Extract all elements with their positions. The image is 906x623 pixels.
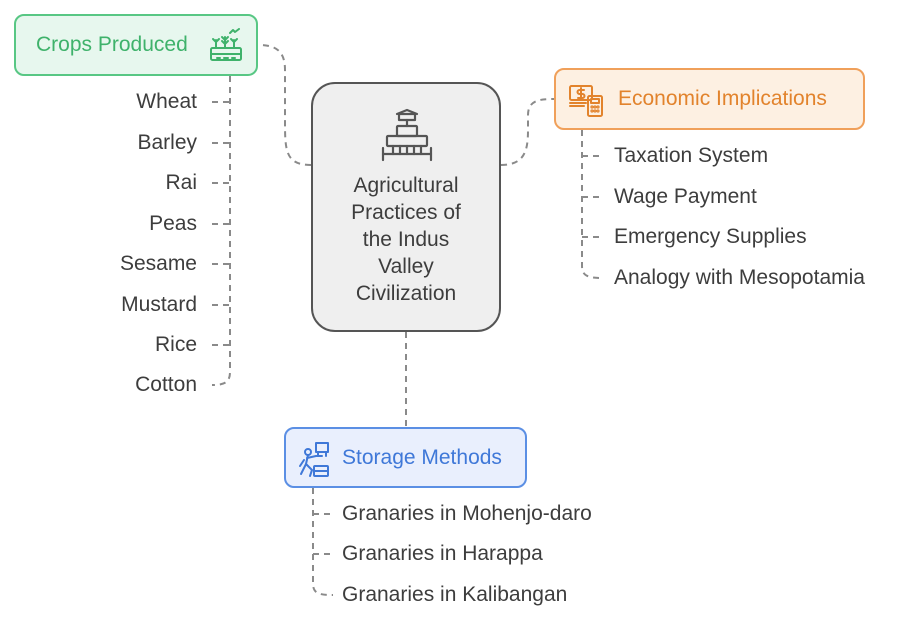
crop-item: Rice bbox=[154, 333, 197, 356]
storage-item: Granaries in Harappa bbox=[342, 542, 543, 565]
connector-center-crops bbox=[257, 44, 312, 166]
storage-methods-node[interactable]: Storage Methods bbox=[284, 427, 527, 488]
economic-implications-title: Economic Implications bbox=[618, 87, 827, 110]
central-title-line: Valley bbox=[378, 255, 434, 278]
crop-item: Sesame bbox=[119, 252, 197, 275]
economic-item: Taxation System bbox=[614, 144, 769, 167]
central-title-line: Agricultural bbox=[353, 174, 459, 197]
crop-item: Barley bbox=[137, 131, 197, 154]
harvester-icon bbox=[379, 108, 435, 169]
crops-ticks bbox=[212, 101, 230, 346]
granary-worker-icon bbox=[296, 440, 332, 483]
storage-item: Granaries in Kalibangan bbox=[342, 583, 568, 606]
connector-center-economic bbox=[500, 98, 555, 166]
connector-crops-list bbox=[211, 76, 231, 386]
crop-item: Mustard bbox=[121, 293, 197, 316]
crop-item: Cotton bbox=[135, 373, 197, 396]
crop-field-icon bbox=[208, 28, 244, 69]
crops-produced-node[interactable]: Crops Produced bbox=[14, 14, 258, 76]
connector-storage-list bbox=[312, 488, 334, 596]
central-title-line: Practices of bbox=[351, 201, 461, 224]
central-title-line: the Indus bbox=[362, 228, 450, 251]
storage-methods-title: Storage Methods bbox=[342, 445, 502, 469]
crop-item: Rai bbox=[165, 171, 197, 194]
economic-ticks bbox=[582, 155, 603, 238]
central-title-line: Civilization bbox=[355, 282, 457, 305]
central-topic-node[interactable]: Agricultural Practices of the Indus Vall… bbox=[311, 82, 501, 332]
storage-item: Granaries in Mohenjo-daro bbox=[342, 502, 592, 525]
economic-implications-node[interactable]: Economic Implications bbox=[554, 68, 865, 130]
crops-produced-title: Crops Produced bbox=[36, 33, 188, 56]
money-calculator-icon bbox=[568, 82, 604, 123]
economic-item: Emergency Supplies bbox=[614, 225, 807, 248]
connector-economic-list bbox=[581, 130, 604, 279]
economic-item: Analogy with Mesopotamia bbox=[614, 266, 865, 289]
storage-ticks bbox=[313, 513, 333, 555]
economic-item: Wage Payment bbox=[614, 185, 757, 208]
central-topic-title: Agricultural Practices of the Indus Vall… bbox=[313, 172, 499, 307]
crop-item: Wheat bbox=[136, 90, 197, 113]
crop-item: Peas bbox=[149, 212, 197, 235]
